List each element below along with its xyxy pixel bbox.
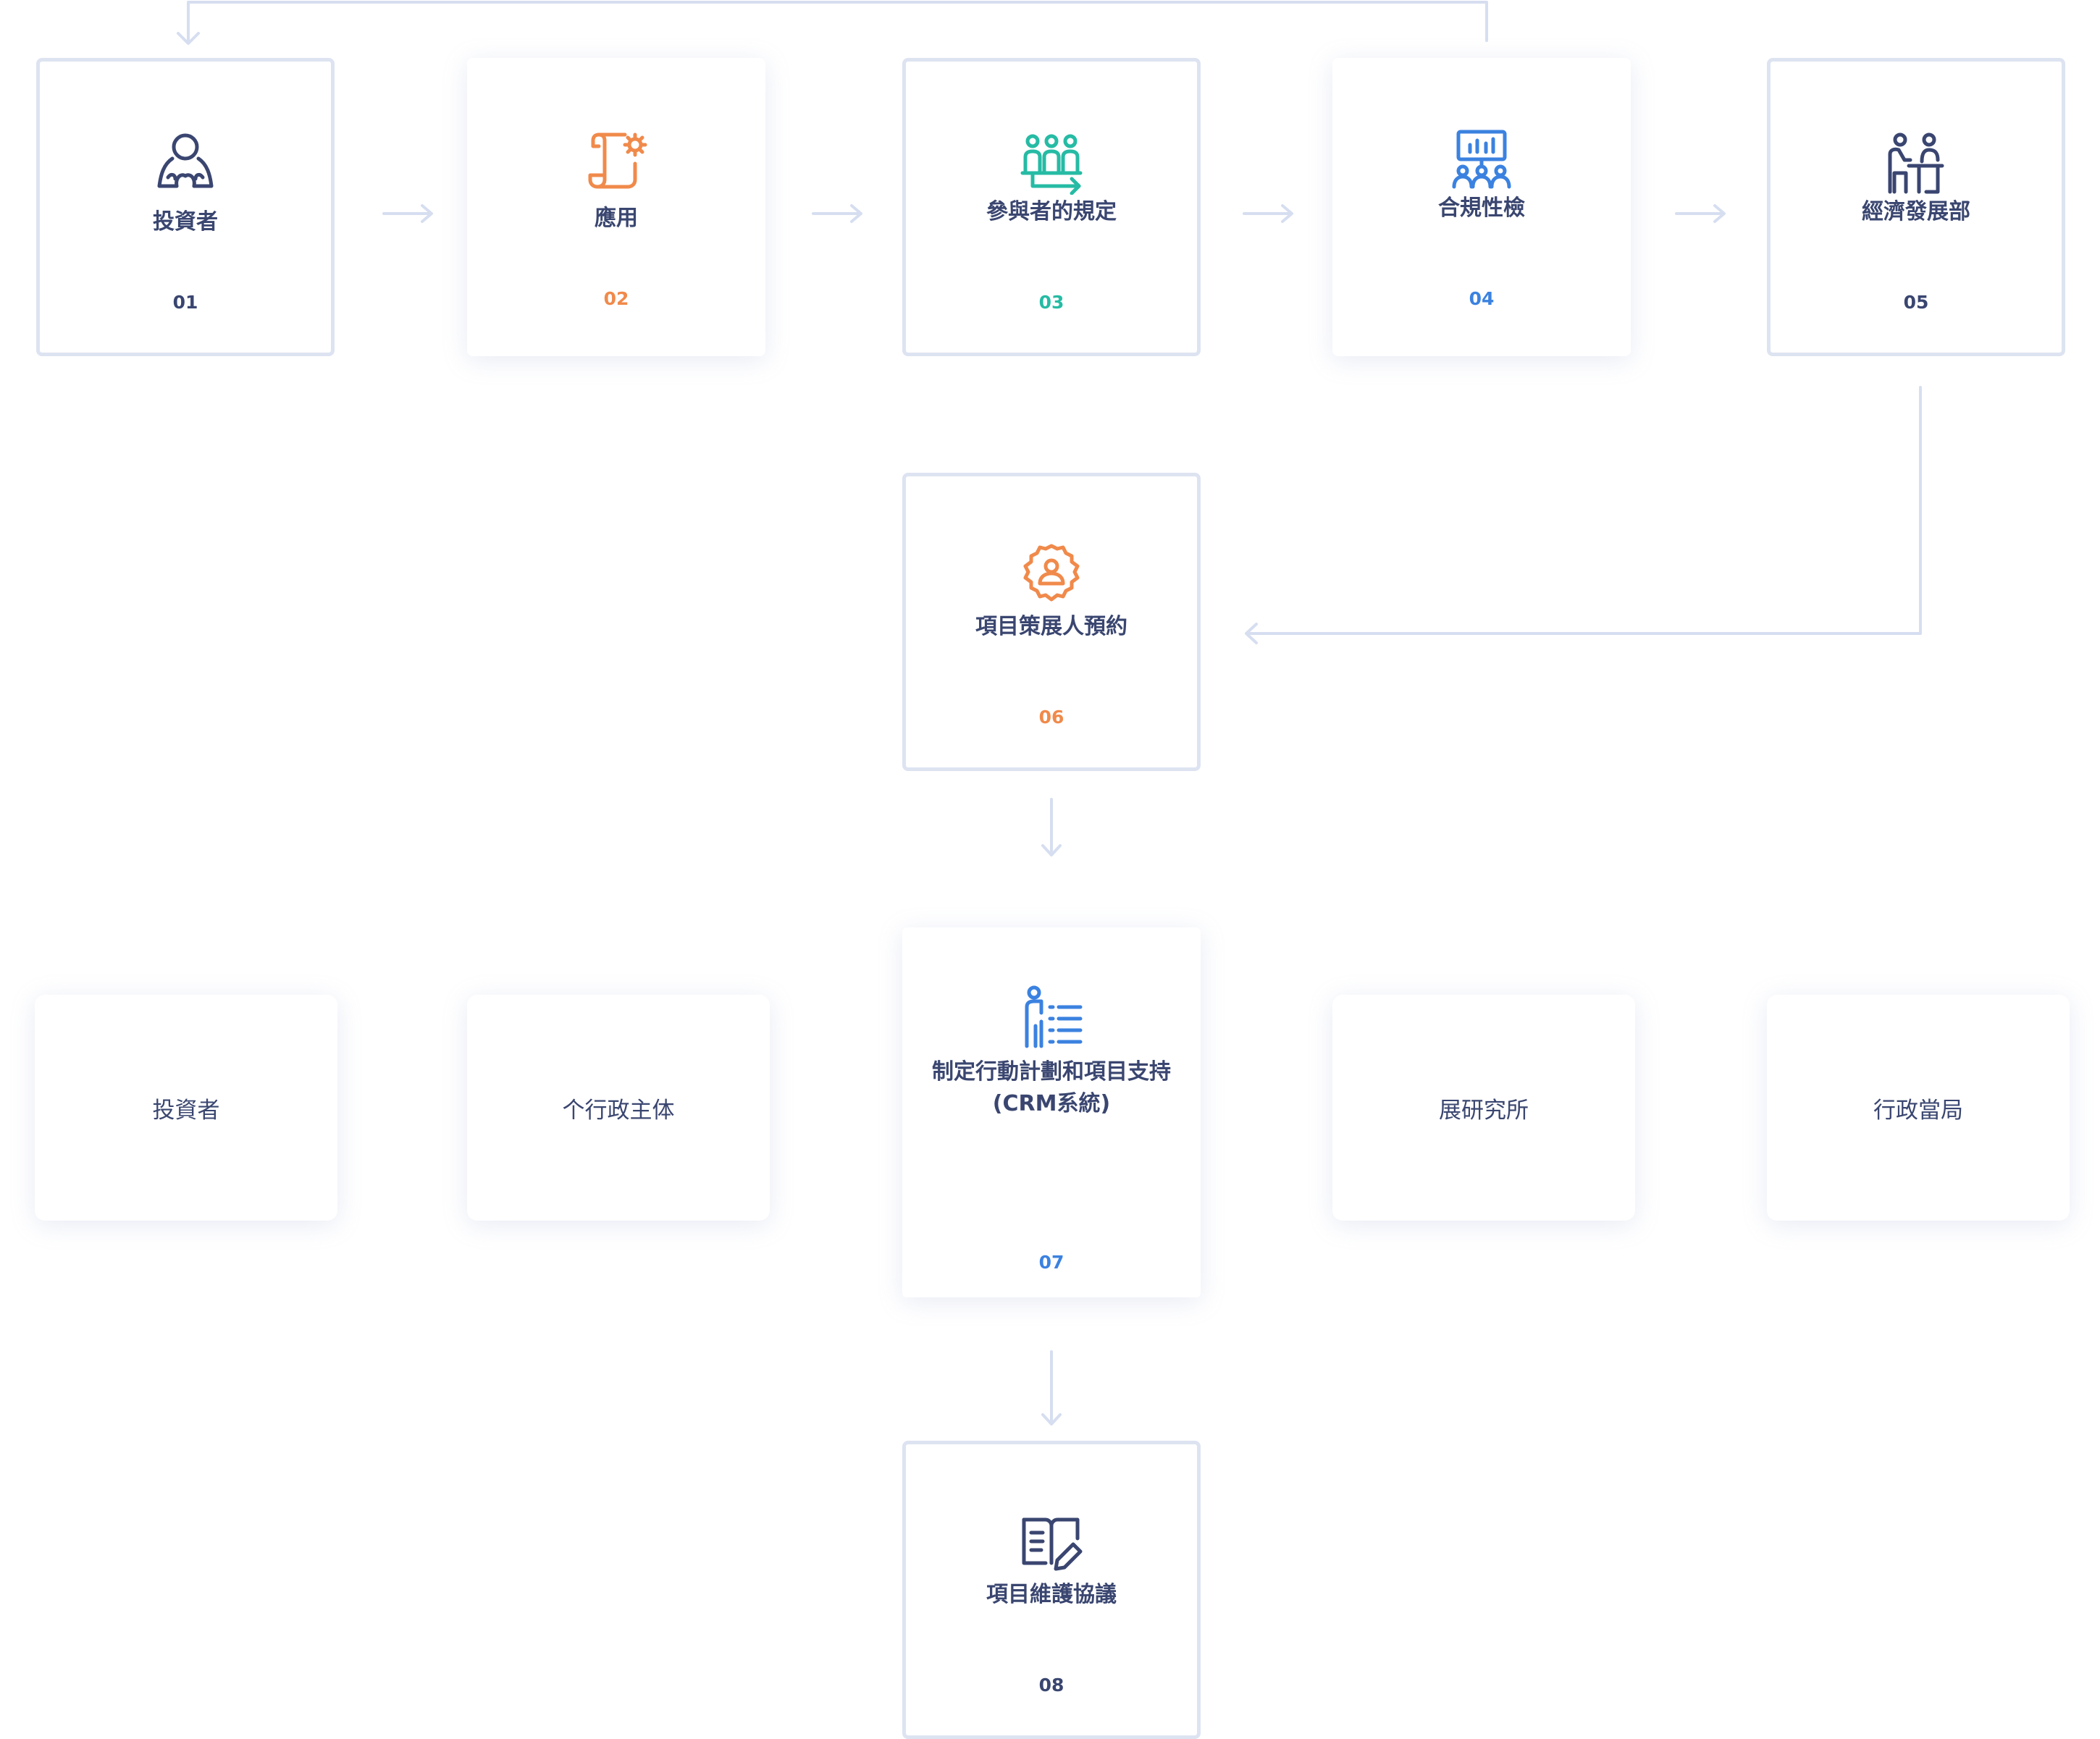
person-list-icon xyxy=(1020,985,1083,1049)
step-number: 06 xyxy=(1038,707,1064,728)
step-card-economic-dept: 經濟發展部 05 xyxy=(1767,58,2065,356)
entity-label: 展研究所 xyxy=(1439,1097,1529,1124)
step-title: 投資者 xyxy=(153,209,218,235)
investor-icon xyxy=(154,131,217,195)
gear-person-icon xyxy=(1020,542,1083,605)
step-title: 參與者的規定 xyxy=(986,199,1117,224)
step-card-compliance: 合規性檢 04 xyxy=(1332,58,1631,356)
entity-card-investor: 投資者 xyxy=(35,995,337,1221)
step-title: 項目維護協議 xyxy=(986,1582,1117,1607)
entity-card-research-institute: 展研究所 xyxy=(1332,995,1635,1221)
step-card-curator-appointment: 項目策展人預約 06 xyxy=(902,473,1201,771)
step-card-maintenance-agreement: 項目維護協議 08 xyxy=(902,1441,1201,1739)
step-number: 01 xyxy=(172,292,198,313)
compliance-chart-audience-icon xyxy=(1450,127,1513,191)
step-card-action-plan-crm: 制定行動計劃和項目支持 (CRM系統) 07 xyxy=(902,927,1201,1297)
application-scroll-gear-icon xyxy=(584,127,648,191)
arrow-4-5 xyxy=(1675,204,1726,223)
loop-arrowhead xyxy=(177,32,200,45)
entity-card-administrative-subject: 个行政主体 xyxy=(467,995,770,1221)
step-number: 08 xyxy=(1038,1675,1064,1696)
step-title: 經濟發展部 xyxy=(1862,199,1970,224)
arrow-3-4 xyxy=(1243,204,1293,223)
entity-card-administration: 行政當局 xyxy=(1767,995,2070,1221)
step-number: 04 xyxy=(1469,288,1495,309)
step-title: 項目策展人預約 xyxy=(975,614,1127,639)
arrowhead-5-6 xyxy=(1245,623,1258,644)
step-number: 05 xyxy=(1903,292,1929,313)
step-number: 07 xyxy=(1038,1252,1064,1273)
step-title: 制定行動計劃和項目支持 (CRM系統) xyxy=(932,1059,1171,1116)
step-title: 合規性檢 xyxy=(1438,195,1525,221)
step-title: 應用 xyxy=(595,206,638,231)
entity-label: 行政當局 xyxy=(1873,1097,1963,1124)
arrow-7-8 xyxy=(1041,1350,1062,1426)
arrow-1-2 xyxy=(382,204,433,223)
arrow-6-7 xyxy=(1041,798,1062,856)
step-number: 03 xyxy=(1038,292,1064,313)
connector-5-6 xyxy=(1246,386,1922,635)
book-pen-icon xyxy=(1020,1509,1083,1573)
loop-connector xyxy=(187,1,1488,43)
entity-label: 个行政主体 xyxy=(562,1097,675,1124)
entity-label: 投資者 xyxy=(152,1097,220,1124)
office-desk-people-icon xyxy=(1884,131,1948,195)
step-card-participant-rules: 參與者的規定 03 xyxy=(902,58,1201,356)
step-card-investor: 投資者 01 xyxy=(36,58,335,356)
step-number: 02 xyxy=(603,288,629,309)
step-card-application: 應用 02 xyxy=(467,58,765,356)
participants-arrow-icon xyxy=(1020,131,1083,195)
arrow-2-3 xyxy=(812,204,862,223)
